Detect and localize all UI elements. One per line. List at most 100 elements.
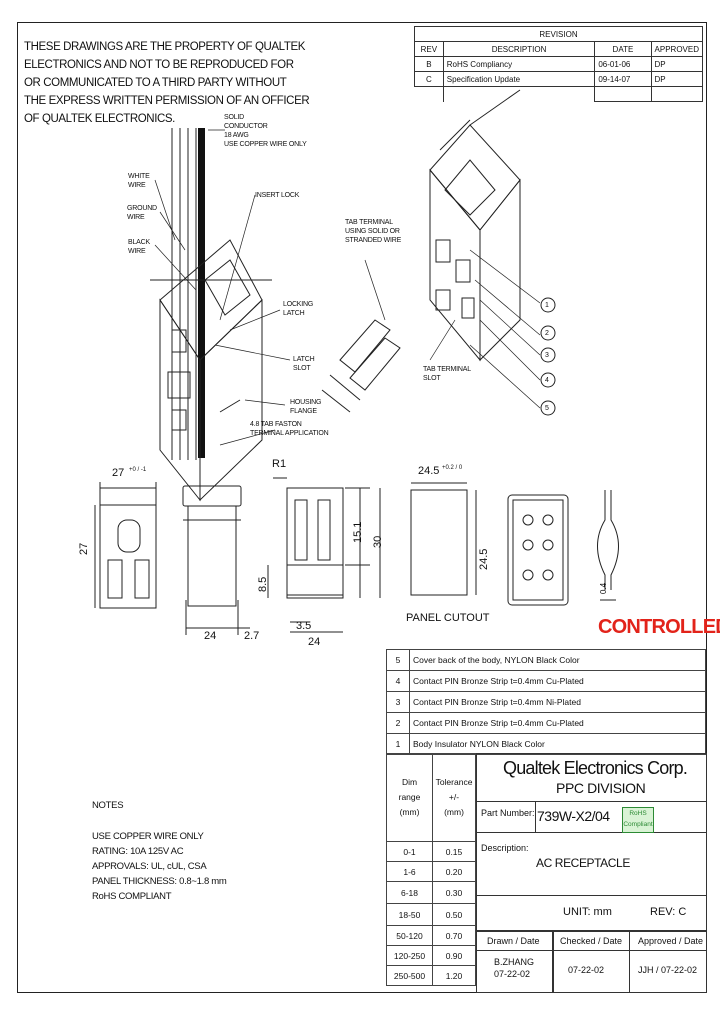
dim-15-1: 15.1 — [352, 521, 364, 543]
callout-black-wire: BLACK WIRE — [128, 238, 150, 256]
balloon-label: 3 — [545, 352, 549, 359]
callout-line: 18 AWG — [224, 132, 249, 139]
tolerance-value: 0.90 — [432, 945, 476, 966]
bottom-view-drawing — [507, 494, 569, 606]
callout-tab-terminal: TAB TERMINAL USING SOLID OR STRANDED WIR… — [345, 218, 401, 245]
part-number: 739W-X2/04 — [537, 808, 610, 824]
tolerance-value: 0.50 — [432, 903, 476, 926]
callout-ground-wire: GROUND WIRE — [127, 204, 157, 222]
rohs-badge-line: RoHS — [629, 810, 647, 817]
side-view-drawing — [182, 485, 250, 635]
tolerance-range: 50-120 — [386, 925, 433, 946]
header-line: +/- — [448, 792, 460, 802]
callout-line: LATCH — [283, 310, 305, 317]
checked-label: Checked / Date — [560, 936, 623, 946]
dim-3-5: 3.5 — [296, 620, 312, 632]
tolerance-value: 0.30 — [432, 881, 476, 904]
dim-front-width-tol: +0 / -1 — [129, 467, 147, 473]
approved-value: JJH / 07-22-02 — [638, 965, 698, 975]
callout-line: SOLID — [224, 114, 245, 121]
drawing-sheet-border — [17, 22, 707, 993]
rohs-compliant-badge: RoHS Compliant — [622, 807, 654, 833]
bom-item-number: 1 — [386, 733, 410, 755]
title-block-checked-cell — [553, 931, 630, 993]
dim-cutout-height: 24.5 — [478, 548, 490, 570]
dim-front-width: 27 — [112, 467, 125, 479]
notes-block: NOTES USE COPPER WIRE ONLY RATING: 10A 1… — [92, 798, 227, 904]
callout-line: LATCH — [293, 356, 315, 363]
bom-item-text: Cover back of the body, NYLON Black Colo… — [409, 649, 706, 671]
panel-cutout-drawing — [410, 482, 477, 596]
dim-front-height: 27 — [78, 542, 90, 555]
callout-line: TAB TERMINAL — [423, 366, 471, 373]
tolerance-range: 250-500 — [386, 965, 433, 986]
callout-housing-flange: HOUSING FLANGE — [290, 398, 321, 416]
callout-faston: 4.8 TAB FASTON TERMINAL APPLICATION — [250, 420, 329, 438]
tolerance-range: 120-250 — [386, 945, 433, 966]
callout-line: GROUND — [127, 205, 157, 212]
company-name: Qualtek Electronics Corp. — [503, 758, 688, 778]
drawn-date: 07-22-02 — [494, 969, 531, 979]
property-notice-line: OR COMMUNICATED TO A THIRD PARTY WITHOUT — [24, 77, 287, 89]
tab-terminal-illustration — [321, 319, 401, 413]
callout-line: SLOT — [293, 365, 311, 372]
bom-item-text: Body Insulator NYLON Black Color — [409, 733, 706, 755]
tolerance-value: 0.20 — [432, 861, 476, 882]
drawn-label: Drawn / Date — [487, 936, 540, 946]
callout-line: TAB TERMINAL — [345, 219, 393, 226]
dim-r1: R1 — [272, 458, 287, 470]
drawn-by: B.ZHANG — [494, 957, 535, 967]
revision-value: REV: C — [650, 906, 687, 918]
notes-line: PANEL THICKNESS: 0.8~1.8 mm — [92, 876, 227, 887]
front-view-drawing — [94, 482, 157, 609]
callout-insert-lock: INSERT LOCK — [255, 192, 300, 199]
callout-line: 4.8 TAB FASTON — [250, 421, 302, 428]
item-balloons — [540, 297, 556, 416]
property-notice-line: OF QUALTEK ELECTRONICS. — [24, 113, 175, 125]
dim-cutout-width: 24.5 — [418, 465, 440, 477]
notes-line: USE COPPER WIRE ONLY — [92, 831, 204, 842]
division-name: PPC DIVISION — [556, 780, 646, 796]
dim-30: 30 — [372, 535, 384, 548]
revision-table: REVISION REV DESCRIPTION DATE APPROVED B… — [414, 26, 704, 102]
bom-item-number: 2 — [386, 712, 410, 734]
title-block-part-label-cell — [476, 801, 536, 833]
description-value: AC RECEPTACLE — [536, 856, 630, 870]
callout-locking-latch: LOCKING LATCH — [283, 300, 313, 318]
callout-line: WHITE — [128, 173, 150, 180]
balloon-label: 1 — [545, 302, 549, 309]
callout-line: BLACK — [128, 239, 150, 246]
header-line: Dim — [401, 777, 418, 787]
terminal-profile-drawing — [597, 490, 619, 601]
back-view-drawing — [267, 477, 381, 633]
bom-item-number: 4 — [386, 670, 410, 692]
title-block-drawn-cell — [476, 931, 553, 993]
balloon-label: 2 — [545, 330, 549, 337]
dim-0-4: 0.4 — [599, 582, 608, 594]
bom-item-text: Contact PIN Bronze Strip t=0.4mm Cu-Plat… — [409, 670, 706, 692]
tolerance-header-dim: Dim range (mm) — [386, 753, 433, 842]
tolerance-value: 1.20 — [432, 965, 476, 986]
receptacle-isometric-right — [429, 89, 521, 362]
property-notice-line: THE EXPRESS WRITTEN PERMISSION OF AN OFF… — [24, 95, 310, 107]
callout-line: SLOT — [423, 375, 441, 382]
description-label: Description: — [481, 843, 529, 853]
callout-white-wire: WHITE WIRE — [128, 172, 150, 190]
balloon-label: 4 — [545, 377, 549, 384]
notes-title: NOTES — [92, 800, 124, 811]
notes-line: APPROVALS: UL, cUL, CSA — [92, 861, 207, 872]
wire-bundle-illustration — [171, 128, 205, 460]
callout-line: USE COPPER WIRE ONLY — [224, 141, 307, 148]
callout-line: WIRE — [127, 214, 145, 221]
revision-approved: DP — [650, 71, 704, 87]
